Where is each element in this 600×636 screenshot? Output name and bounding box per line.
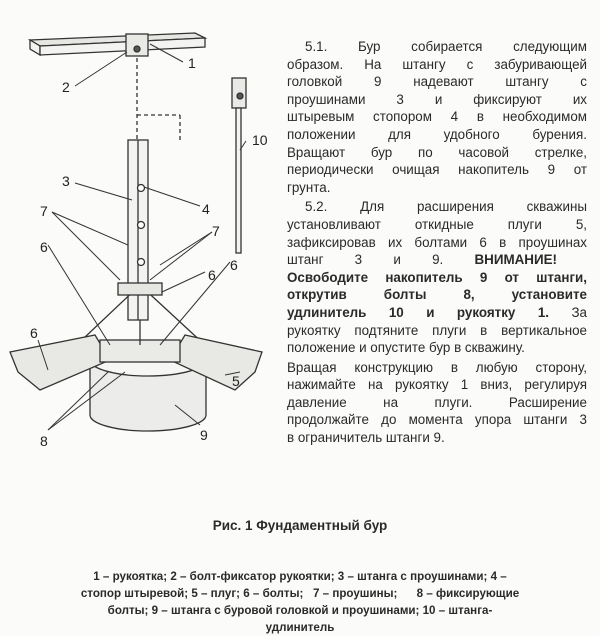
- text-line: удлинитель 10 и рукоятку 1. За: [287, 304, 587, 322]
- callout-5: 5: [232, 373, 240, 389]
- foundation-drill-diagram: 1 2 3 4 5 6 6 6 6 7 7 8 9 10: [9, 32, 268, 449]
- rod-part-3: [127, 139, 149, 321]
- plow-left: [9, 334, 111, 391]
- text-line: положении для удобного бурения.: [287, 126, 587, 142]
- legend-line: стопор штыревой; 5 – плуг; 6 – болты; 7 …: [80, 587, 520, 600]
- text-line: образом. На штангу с забуривающей: [287, 56, 587, 72]
- warning-line: открутив болты 8, установите: [287, 287, 587, 303]
- text-line: в ограничитель штанги 9.: [287, 430, 445, 446]
- figure-caption: Рис. 1 Фундаментный бур: [212, 518, 388, 533]
- legend-line: удлинитель: [265, 621, 335, 634]
- callout-10: 10: [252, 132, 268, 148]
- callout-9: 9: [200, 427, 208, 443]
- text-line: Вращают бур по часовой стрелке,: [287, 144, 587, 160]
- callout-1: 1: [188, 55, 196, 71]
- text-line: Вращая конструкцию в любую сторону,: [287, 359, 587, 375]
- callout-4: 4: [202, 201, 210, 217]
- text-line: штанг 3 и 9. ВНИМАНИЕ!: [287, 251, 587, 269]
- warning-segment: удлинитель 10 и рукоятку 1.: [287, 304, 549, 320]
- text-line: головкой 9 надевают штангу с: [287, 74, 587, 90]
- instructions-text: 5.1. Бур собирается следующим образом. Н…: [287, 38, 587, 447]
- callout-6: 6: [230, 257, 238, 273]
- text-line: зафиксировав их болтами 6 в проушинах: [287, 234, 587, 250]
- warning-line: Освободите накопитель 9 от штанги,: [287, 269, 587, 285]
- text-line: периодически очищая накопитель 9 от: [287, 162, 587, 178]
- text-line: положение и опустите бур в скважину.: [287, 340, 525, 356]
- legend-line: болты; 9 – штанга с буровой головкой и п…: [107, 604, 493, 617]
- text-segment: За: [571, 304, 587, 320]
- extension-part-10: [231, 77, 247, 254]
- legend-line: 1 – рукоятка; 2 – болт-фиксатор рукоятки…: [93, 570, 507, 583]
- text-line: нажимайте на рукоятку 1 вниз, регулируя: [287, 377, 587, 393]
- warning-heading: ВНИМАНИЕ!: [474, 252, 557, 268]
- callout-6: 6: [208, 267, 216, 283]
- text-line: 5.2. Для расширения скважины: [305, 199, 587, 215]
- handle-part-1: [27, 32, 208, 57]
- text-line: проушинами 3 и фиксируют их: [287, 91, 587, 107]
- text-line: 5.1. Бур собирается следующим: [305, 39, 587, 54]
- callout-6: 6: [40, 239, 48, 255]
- callout-6: 6: [30, 325, 38, 341]
- callout-2: 2: [62, 79, 70, 95]
- text-line: рукоятку подтяните плуги в вертикальное: [287, 322, 587, 338]
- callout-3: 3: [62, 173, 70, 189]
- text-line: давление на плуги. Расширение: [287, 394, 587, 410]
- text-line: штыревым стопором 4 в необходимом: [287, 109, 587, 125]
- callout-7: 7: [212, 223, 220, 239]
- callout-8: 8: [40, 433, 48, 449]
- figure-legend: 1 – рукоятка; 2 – болт-фиксатор рукоятки…: [20, 568, 580, 636]
- text-segment: штанг 3 и 9.: [287, 252, 444, 268]
- callout-7: 7: [40, 203, 48, 219]
- text-line: грунта.: [287, 179, 331, 195]
- text-line: продолжайте до момента упора штанги 3: [287, 412, 587, 428]
- text-line: установливают откидные плуги 5,: [287, 216, 587, 232]
